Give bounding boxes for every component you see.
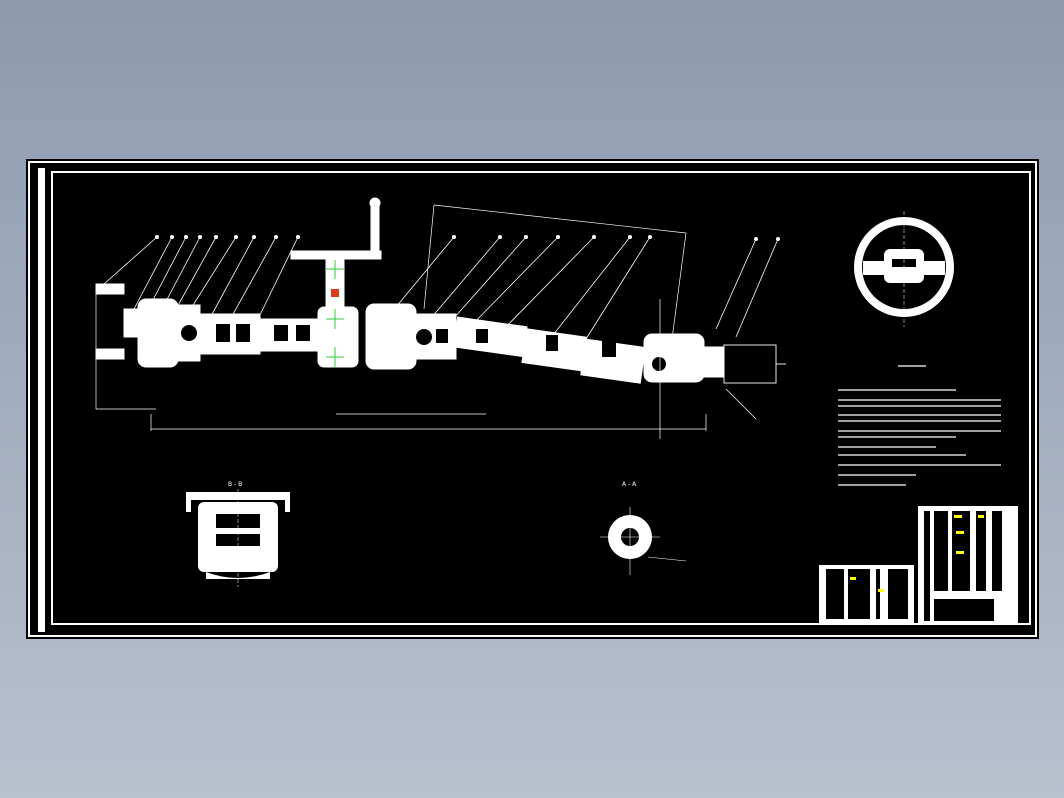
technical-notes: [838, 365, 1001, 486]
dimension-lines: [95, 204, 757, 439]
cad-drawing[interactable]: B - B A - A: [26, 159, 1039, 639]
part-balloons: [155, 235, 780, 241]
shaft-details: [181, 324, 666, 371]
detail-view-circle[interactable]: [854, 211, 954, 327]
valve-marker: [326, 277, 344, 297]
right-end-flange: [723, 344, 786, 384]
drawing-sheet[interactable]: B - B A - A: [26, 159, 1039, 639]
centerlines: [326, 260, 344, 367]
view-a-label: A - A: [622, 481, 637, 488]
view-b-label: B - B: [228, 481, 242, 488]
section-view-b[interactable]: B - B: [186, 481, 290, 587]
section-view-a[interactable]: A - A: [600, 481, 687, 575]
sheet-border: [28, 161, 1037, 637]
title-block[interactable]: [819, 506, 1018, 624]
